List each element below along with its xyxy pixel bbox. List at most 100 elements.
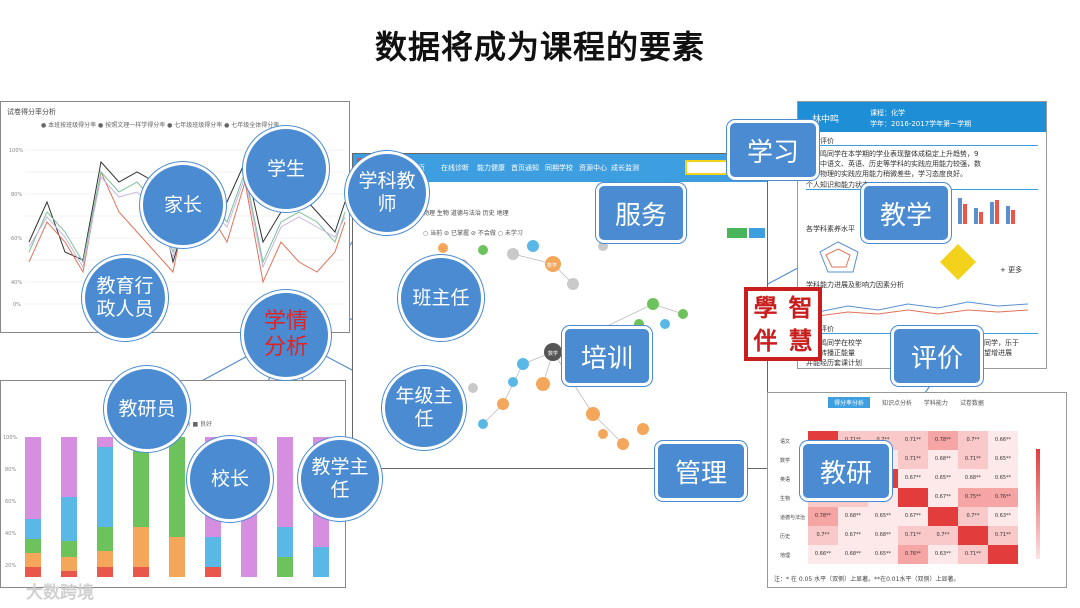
svg-text:60%: 60% [5,499,16,505]
heatmap-cell: 0.65** [988,450,1018,469]
tab-knowledge[interactable]: 知识点分析 [881,400,912,407]
graph-node-label: 数学 [547,262,557,269]
report-bar-chart [942,198,1015,224]
report-course: 课程：化学 [870,109,905,117]
seal-char: 學 [753,293,778,322]
bubble-label: 学生 [266,157,305,180]
page-title: 数据将成为课程的要素 [374,28,705,66]
box-learning: 学习 [727,120,819,180]
heatmap-cell: 0.63** [988,507,1018,526]
bubble-label: 校长 [210,467,249,490]
nav-item[interactable]: 资源中心 [579,164,607,172]
heatmap-cell: 0.7** [958,507,988,526]
heatmap-row-label: 数学 [780,458,791,464]
report-text: 林中鸣同学在校学 [806,339,862,347]
box-label: 评价 [910,343,963,374]
heatmap-row-label: 生物 [780,496,791,502]
nav-item[interactable]: 能力健康 [477,164,505,172]
bubble-class-teacher: 班主任 [398,255,484,341]
bubble-label: 教研员 [118,397,176,420]
heatmap-cell: 0.78** [928,431,958,450]
heatmap-cell: 0.71** [898,431,928,450]
heatmap-cell: 0.7** [958,431,988,450]
heatmap-cell: 0.75** [958,488,988,507]
box-training: 培训 [562,326,652,386]
heatmap-cell: 0.78** [808,507,838,526]
heatmap-cell: 0.63** [928,545,958,564]
box-label: 教学 [879,200,932,231]
box-service: 服务 [596,183,686,243]
heatmap-row-label: 英语 [780,477,791,483]
bubble-principal: 校长 [187,436,273,522]
subject-tabs[interactable]: 物理 生物 道德与法治 历史 地理 [423,210,509,217]
svg-text:20%: 20% [5,563,16,569]
heatmap-cell: 0.65** [928,469,958,488]
wisdom-seal-logo: 學 智 伴 慧 [744,287,822,361]
nav-item[interactable]: 成长监测 [611,164,639,172]
heatmap-cell: 0.68** [838,507,868,526]
student-name: 林中鸣 [812,115,840,125]
report-header: 林中鸣 课程：化学 学年：2016-2017学年第一学期 [798,102,1046,132]
heatmap-cell: 0.68** [958,469,988,488]
heatmap-cell: 0.67** [898,507,928,526]
box-label: 培训 [580,343,633,374]
heatmap-cell: 0.71** [988,526,1018,545]
report-diamond [940,244,976,280]
report-text: 需于转播正能量 [806,349,855,357]
bubble-learning-analysis: 学情 分析 [241,290,331,380]
report-line-chart [818,301,1028,317]
nav-item[interactable]: 同期学校 [545,164,573,172]
seal-char: 智 [788,293,813,322]
heatmap-cell: 0.68** [868,526,898,545]
report-text: 同学，乐于 [984,339,1019,347]
nav-item[interactable]: 首页通知 [511,164,539,172]
heatmap-cell: 0.71** [898,526,928,545]
report-text: 望增进展 [984,349,1012,357]
graph-action-button[interactable] [727,228,747,238]
svg-text:0%: 0% [13,302,21,308]
heatmap-cell: 0.65** [868,507,898,526]
graph-network: 数学 数学 [438,240,688,450]
tab-ability[interactable]: 学科能力 [923,400,948,407]
svg-text:40%: 40% [11,280,22,286]
svg-text:80%: 80% [5,467,16,473]
bubble-researcher: 教研员 [104,366,190,452]
svg-text:60%: 60% [11,236,22,242]
graph-legend: ○ 当前 ⊘ 已掌握 ⊘ 不会做 ○ 未学习 [423,230,523,237]
heatmap-cell: 0.71** [898,450,928,469]
box-label: 服务 [614,200,667,231]
graph-node-label: 数学 [548,350,558,357]
heatmap-row-label: 历史 [780,534,791,540]
bubble-grade-head: 年级主 任 [382,366,466,450]
tab-paper[interactable]: 试卷数据 [959,400,984,407]
bubble-label: 班主任 [412,286,470,309]
box-evaluation: 评价 [891,326,983,386]
box-label: 教研 [819,458,872,489]
bubble-parent: 家长 [140,162,226,248]
heatmap-cell: 0.7** [928,526,958,545]
report-text: 学、物理的实践应用能力稍微差些，学习态度良好。 [806,170,967,178]
heatmap-color-scale [1036,449,1040,559]
heatmap-cell: 0.67** [838,526,868,545]
bubble-label: 家长 [163,193,202,216]
line-chart-title: 试卷得分率分析 [7,108,56,116]
bar-legend: ■ 优秀 ■ 良好 [171,421,213,428]
svg-text:100%: 100% [9,148,24,154]
report-text: 林中鸣同学在本学期的学业表现整体成稳定上升趋势，9 [806,150,979,158]
more-link[interactable]: + 更多 [1000,266,1023,274]
report-radar [819,241,859,273]
watermark: 大数跨境 [26,583,94,603]
bubble-admin-staff: 教育行 政人员 [82,255,168,341]
bubble-student: 学生 [243,126,329,212]
graph-view-button[interactable] [749,228,765,238]
heatmap-tabs[interactable]: 得分率分析 知识点分析 学科能力 试卷数据 [828,397,984,408]
seal-char: 伴 [753,326,778,355]
box-label: 管理 [674,458,727,489]
report-text: 各学科素养水平 [806,225,855,233]
box-teaching-research: 教研 [800,441,892,501]
report-text: 并能经历套课计划 [806,359,862,367]
tab-score-rate[interactable]: 得分率分析 [828,397,871,408]
nav-item[interactable]: 在线诊断 [441,164,469,172]
heatmap-row-label: 道德与法治 [780,515,806,521]
stacked-bar-plot: 100%80%60% 40%20% [3,435,329,577]
